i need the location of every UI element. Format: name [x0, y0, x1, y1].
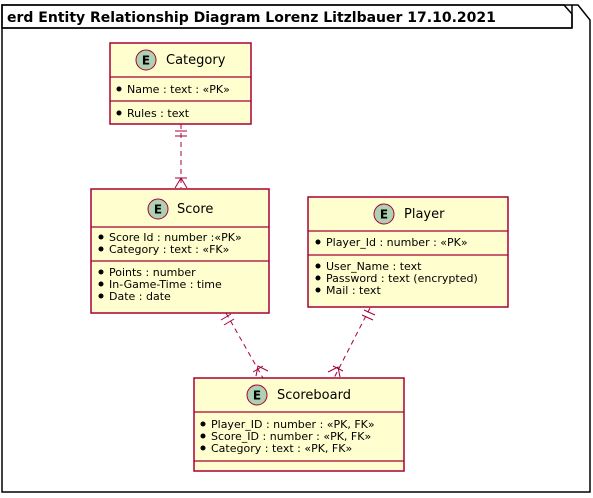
entity-player[interactable]: E Player Player_Id : number : «PK» User_… [307, 196, 509, 308]
attribute: Password : text (encrypted) [326, 272, 478, 285]
key-attribute: Category : text : «PK, FK» [211, 442, 352, 455]
relationships [174, 124, 376, 379]
diagram-title: erd Entity Relationship Diagram Lorenz L… [7, 10, 496, 26]
entity-name: Category [166, 53, 226, 68]
entity-badge-icon: E [147, 198, 169, 220]
key-attribute: Name : text : «PK» [127, 83, 230, 96]
attribute: Mail : text [326, 284, 381, 297]
key-attribute: Player_Id : number : «PK» [326, 236, 468, 249]
key-attribute-list: Player_Id : number : «PK» [315, 236, 468, 249]
key-attribute-list: Player_ID : number : «PK, FK» Score_ID :… [200, 418, 375, 455]
attribute-list: Rules : text [116, 107, 190, 120]
entity-category[interactable]: E Category Name : text : «PK» Rules : te… [109, 42, 252, 125]
entity-name: Scoreboard [277, 388, 351, 403]
attribute-list: User_Name : text Password : text (encryp… [315, 260, 478, 297]
attribute: User_Name : text [326, 260, 422, 273]
attribute: Date : date [109, 290, 171, 303]
relation-category-score [174, 124, 188, 189]
attribute: In-Game-Time : time [109, 278, 222, 291]
key-attribute: Player_ID : number : «PK, FK» [211, 418, 375, 431]
relation-player-scoreboard [327, 307, 376, 379]
cardinality-many-mark [255, 365, 269, 377]
relation-score-scoreboard [220, 312, 269, 379]
cardinality-many-mark [327, 366, 341, 378]
attribute-list: Points : number In-Game-Time : time Date… [98, 266, 222, 303]
svg-text:E: E [380, 208, 388, 222]
attribute: Points : number [109, 266, 196, 279]
svg-text:E: E [154, 203, 162, 217]
entity-badge-icon: E [373, 203, 395, 225]
entity-score[interactable]: E Score Score Id : number :«PK» Category… [90, 188, 270, 314]
svg-text:E: E [142, 54, 150, 68]
key-attribute: Category : text : «FK» [109, 243, 229, 256]
frame-border [1, 4, 591, 493]
entity-badge-icon: E [246, 384, 268, 406]
entity-badge-icon: E [135, 49, 157, 71]
key-attribute-list: Name : text : «PK» [116, 83, 230, 96]
cardinality-one-mark [363, 309, 376, 316]
attribute: Rules : text [127, 107, 190, 120]
entity-name: Score [177, 202, 213, 217]
entity-name: Player [404, 207, 445, 222]
entity-scoreboard[interactable]: E Scoreboard Player_ID : number : «PK, F… [193, 377, 405, 472]
key-attribute: Score_ID : number : «PK, FK» [211, 430, 371, 443]
key-attribute: Score Id : number :«PK» [109, 231, 242, 244]
cardinality-one-mark [220, 313, 232, 321]
svg-text:E: E [253, 389, 261, 403]
key-attribute-list: Score Id : number :«PK» Category : text … [98, 231, 242, 256]
diagram-frame: erd Entity Relationship Diagram Lorenz L… [1, 4, 591, 493]
